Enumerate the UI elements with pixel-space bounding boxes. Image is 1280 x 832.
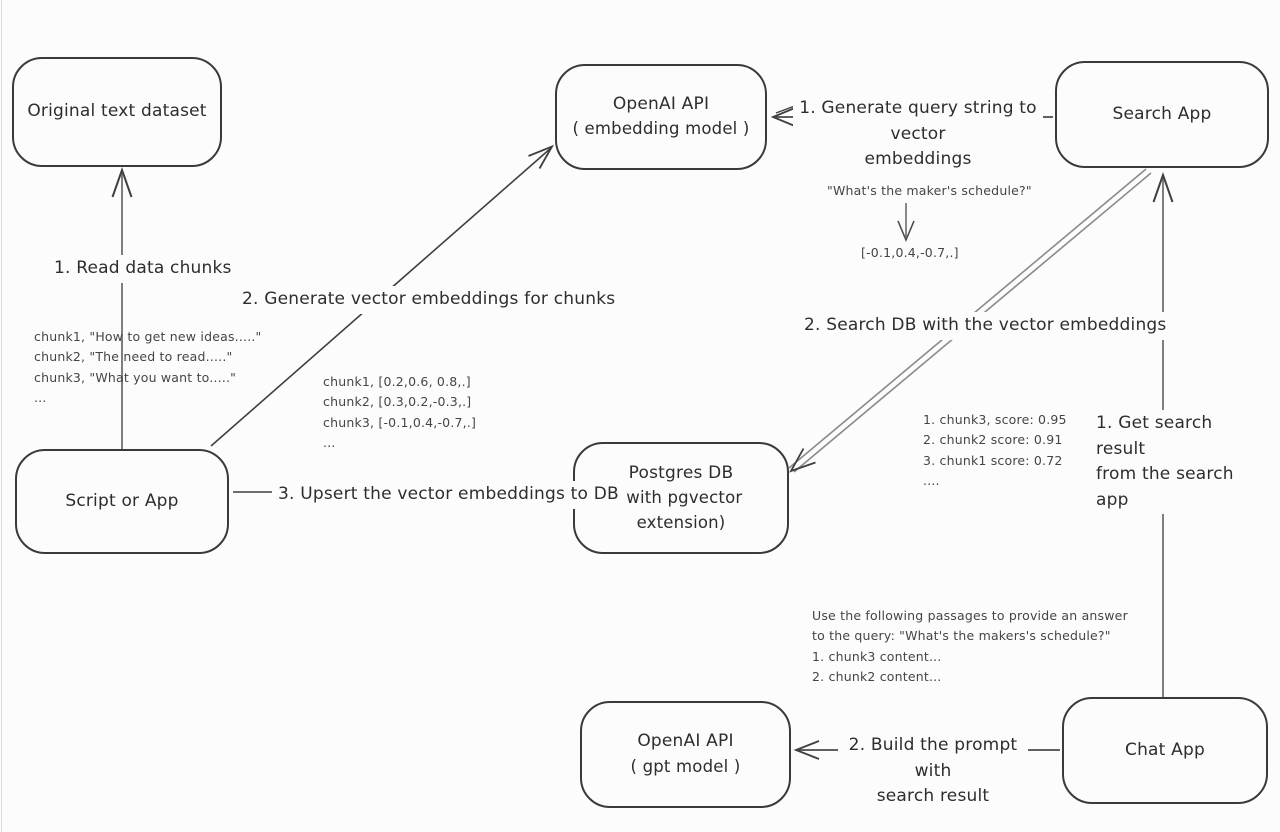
node-script-or-app: Script or App <box>15 449 229 554</box>
node-search-app-label: Search App <box>1112 103 1212 124</box>
node-openai-api-gpt-sublabel: ( gpt model ) <box>630 756 741 776</box>
annotation-query-string: "What's the maker's schedule?" <box>827 183 1032 198</box>
edge-label-build-prompt: 2. Build the prompt with search result <box>838 732 1028 811</box>
annotation-chunk-vectors-line: chunk1, [0.2,0.6, 0.8,.] <box>323 374 471 389</box>
node-search-app: Search App <box>1055 61 1269 168</box>
annotation-search-scores-line: 1. chunk3, score: 0.95 <box>923 412 1067 427</box>
edge-label-build-prompt-line1: 2. Build the prompt with <box>848 735 1018 781</box>
edge-label-build-prompt-line2: search result <box>876 786 990 806</box>
annotation-prompt-text-line: Use the following passages to provide an… <box>812 608 1128 623</box>
edge-label-query-to-vector: 1. Generate query string to vector embed… <box>793 95 1043 174</box>
edge-label-search-db: 2. Search DB with the vector embeddings <box>798 312 1173 340</box>
annotation-search-scores-line: 2. chunk2 score: 0.91 <box>923 432 1063 448</box>
node-chat-app: Chat App <box>1062 697 1268 804</box>
node-openai-api-embedding: OpenAI API ( embedding model ) <box>555 64 767 170</box>
node-openai-api-embedding-sublabel: ( embedding model ) <box>572 119 750 139</box>
annotation-chunk-texts-line: chunk1, "How to get new ideas....." <box>34 329 262 344</box>
arrow-query-down <box>897 203 915 243</box>
arrow-read-data-chunks <box>111 166 133 450</box>
annotation-chunk-texts-line: ... <box>34 389 47 405</box>
edge-label-get-search-result: 1. Get search result from the search app <box>1090 410 1270 514</box>
node-original-text-dataset: Original text dataset <box>12 57 222 167</box>
annotation-prompt-text-line: to the query: "What's the makers's sched… <box>812 628 1111 644</box>
edge-label-upsert-embeddings: 3. Upsert the vector embeddings to DB <box>272 481 625 509</box>
node-openai-api-embedding-label: OpenAI API <box>612 93 710 114</box>
edge-label-query-to-vector-line2: embeddings <box>864 149 972 169</box>
annotation-prompt-text-line: 2. chunk2 content... <box>812 668 942 684</box>
edge-label-query-to-vector-line1: 1. Generate query string to vector <box>799 98 1037 144</box>
node-postgres-db-label: Postgres DB <box>628 462 734 483</box>
annotation-chunk-texts-line: chunk2, "The need to read....." <box>34 349 233 365</box>
node-openai-api-gpt-label: OpenAI API <box>637 731 734 752</box>
annotation-chunk-texts-line: chunk3, "What you want to....." <box>34 369 237 385</box>
node-script-or-app-label: Script or App <box>65 490 179 511</box>
annotation-search-scores: 1. chunk3, score: 0.95 2. chunk2 score: … <box>923 410 1067 491</box>
node-chat-app-label: Chat App <box>1125 739 1205 760</box>
edge-label-generate-embeddings: 2. Generate vector embeddings for chunks <box>236 286 622 314</box>
annotation-search-scores-line: 3. chunk1 score: 0.72 <box>923 452 1063 468</box>
edge-label-get-search-result-line2: from the search app <box>1096 464 1234 510</box>
annotation-search-scores-line: .... <box>923 472 940 488</box>
annotation-chunk-vectors: chunk1, [0.2,0.6, 0.8,.] chunk2, [0.3,0.… <box>323 372 476 453</box>
annotation-prompt-text: Use the following passages to provide an… <box>812 606 1128 687</box>
annotation-prompt-text-line: 1. chunk3 content... <box>812 648 942 664</box>
annotation-chunk-vectors-line: chunk2, [0.3,0.2,-0.3,.] <box>323 394 472 410</box>
annotation-chunk-vectors-line: ... <box>323 434 336 450</box>
annotation-chunk-vectors-line: chunk3, [-0.1,0.4,-0.7,.] <box>323 414 477 430</box>
edge-label-read-data-chunks: 1. Read data chunks <box>48 255 238 283</box>
edge-label-get-search-result-line1: 1. Get search result <box>1096 413 1213 459</box>
page-left-edge-line <box>1 0 2 832</box>
annotation-chunk-texts: chunk1, "How to get new ideas....." chun… <box>34 327 262 408</box>
node-original-text-dataset-label: Original text dataset <box>27 101 207 122</box>
node-openai-api-gpt: OpenAI API ( gpt model ) <box>580 701 791 808</box>
annotation-query-vector: [-0.1,0.4,-0.7,.] <box>861 245 959 260</box>
node-postgres-db-sublabel: (with pgvector extension) <box>619 488 743 532</box>
